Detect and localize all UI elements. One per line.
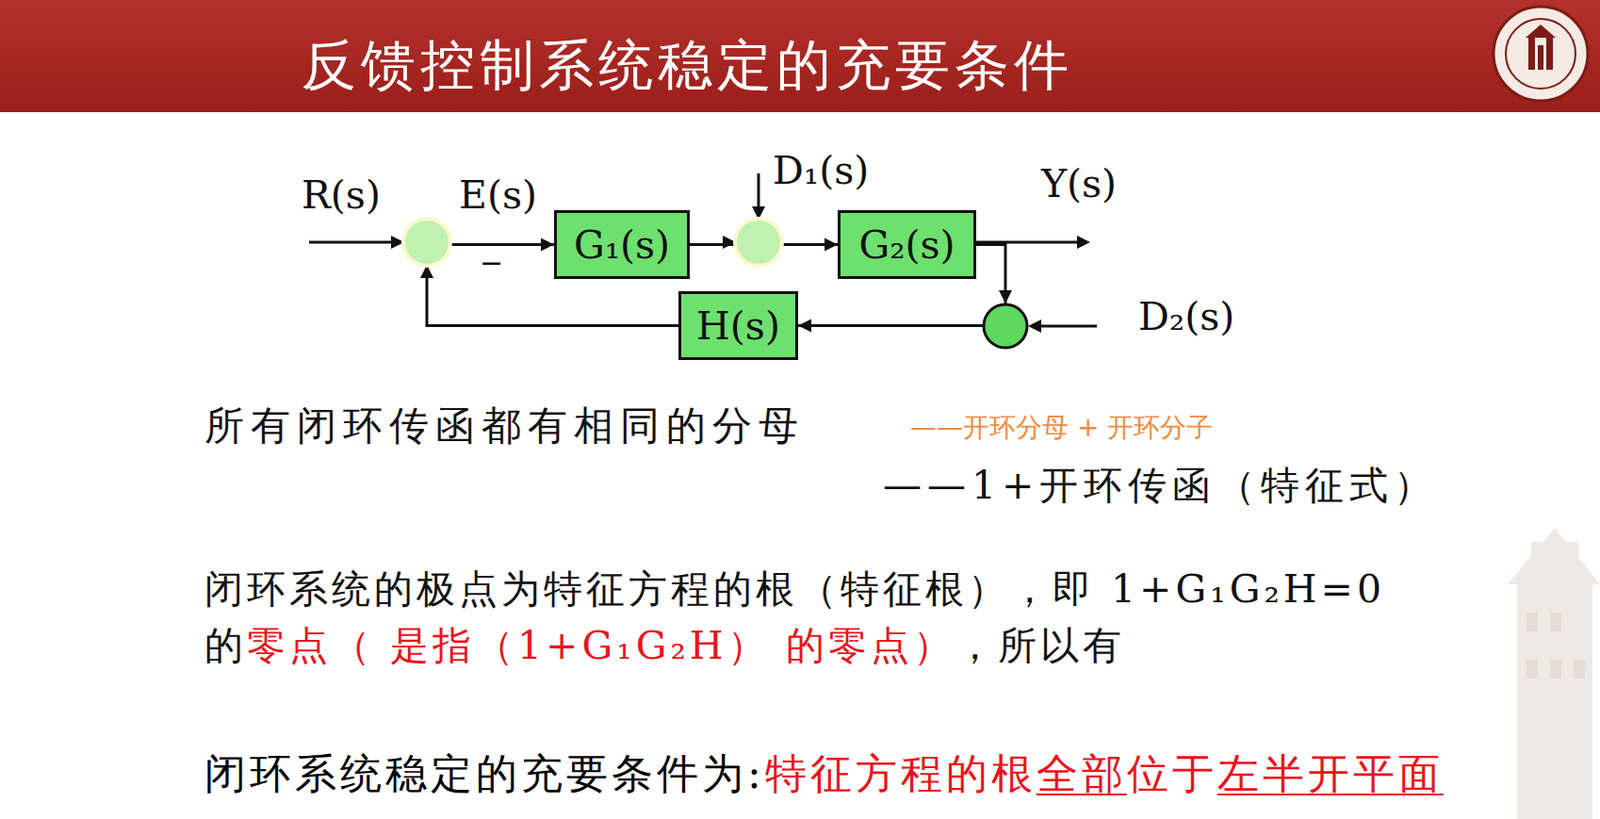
signal-label: R(s) (301, 173, 381, 218)
highlight-text: 左半开平面 (1217, 749, 1444, 798)
signal-label: E(s) (458, 173, 538, 218)
highlight-text: 特征方程的根 (765, 749, 1037, 798)
transfer-block: H(s) (678, 291, 799, 360)
sign-label: − (479, 246, 504, 280)
text-line: 的零点（ 是指（1+G₁G₂H） 的零点），所以有 (204, 621, 1126, 670)
body-text: ——1+开环传函（特征式） (882, 463, 1438, 508)
note-text: ——开环分母 + 开环分子 (910, 412, 1213, 443)
highlight-text: 位于 (1126, 749, 1218, 798)
highlight-text: 全部 (1036, 749, 1127, 798)
junction-glow (401, 216, 453, 268)
signal-label: D₂(s) (1138, 294, 1235, 340)
transfer-block: G₂(s) (837, 210, 977, 279)
highlight-text: 零点（ 是指（1+G₁G₂H） 的零点） (246, 622, 956, 669)
body-text: 所有闭环传函都有相同的分母 (204, 403, 805, 449)
university-logo (1493, 6, 1588, 101)
block-label: G₁(s) (573, 222, 670, 268)
campus-watermark (1507, 527, 1600, 819)
block-label: G₂(s) (858, 222, 955, 268)
signal-label: D₁(s) (772, 148, 869, 194)
signal-label: Y(s) (1041, 162, 1117, 207)
conclusion-text: 闭环系统稳定的充要条件为: (204, 749, 766, 798)
body-text: ，所以有 (955, 622, 1126, 669)
summing-junction (736, 220, 781, 264)
slide-title: 反馈控制系统稳定的充要条件 (301, 32, 1074, 98)
body-text: 闭环系统的极点为特征方程的根（特征根），即 1+G₁G₂H=0 (204, 566, 1386, 612)
junction-glow (733, 216, 784, 268)
body-text: 的 (204, 622, 247, 669)
block-label: H(s) (696, 303, 781, 349)
text-line: 闭环系统稳定的充要条件为:特征方程的根全部位于左半开平面 (204, 747, 1444, 800)
transfer-block: G₁(s) (554, 210, 690, 279)
arrow-head (540, 238, 555, 252)
arrow-head (824, 238, 838, 252)
arrow-head (798, 319, 812, 333)
summing-junction (405, 220, 449, 264)
summing-junction (983, 304, 1028, 348)
text-line: 闭环系统的极点为特征方程的根（特征根），即 1+G₁G₂H=0 (204, 565, 1386, 614)
